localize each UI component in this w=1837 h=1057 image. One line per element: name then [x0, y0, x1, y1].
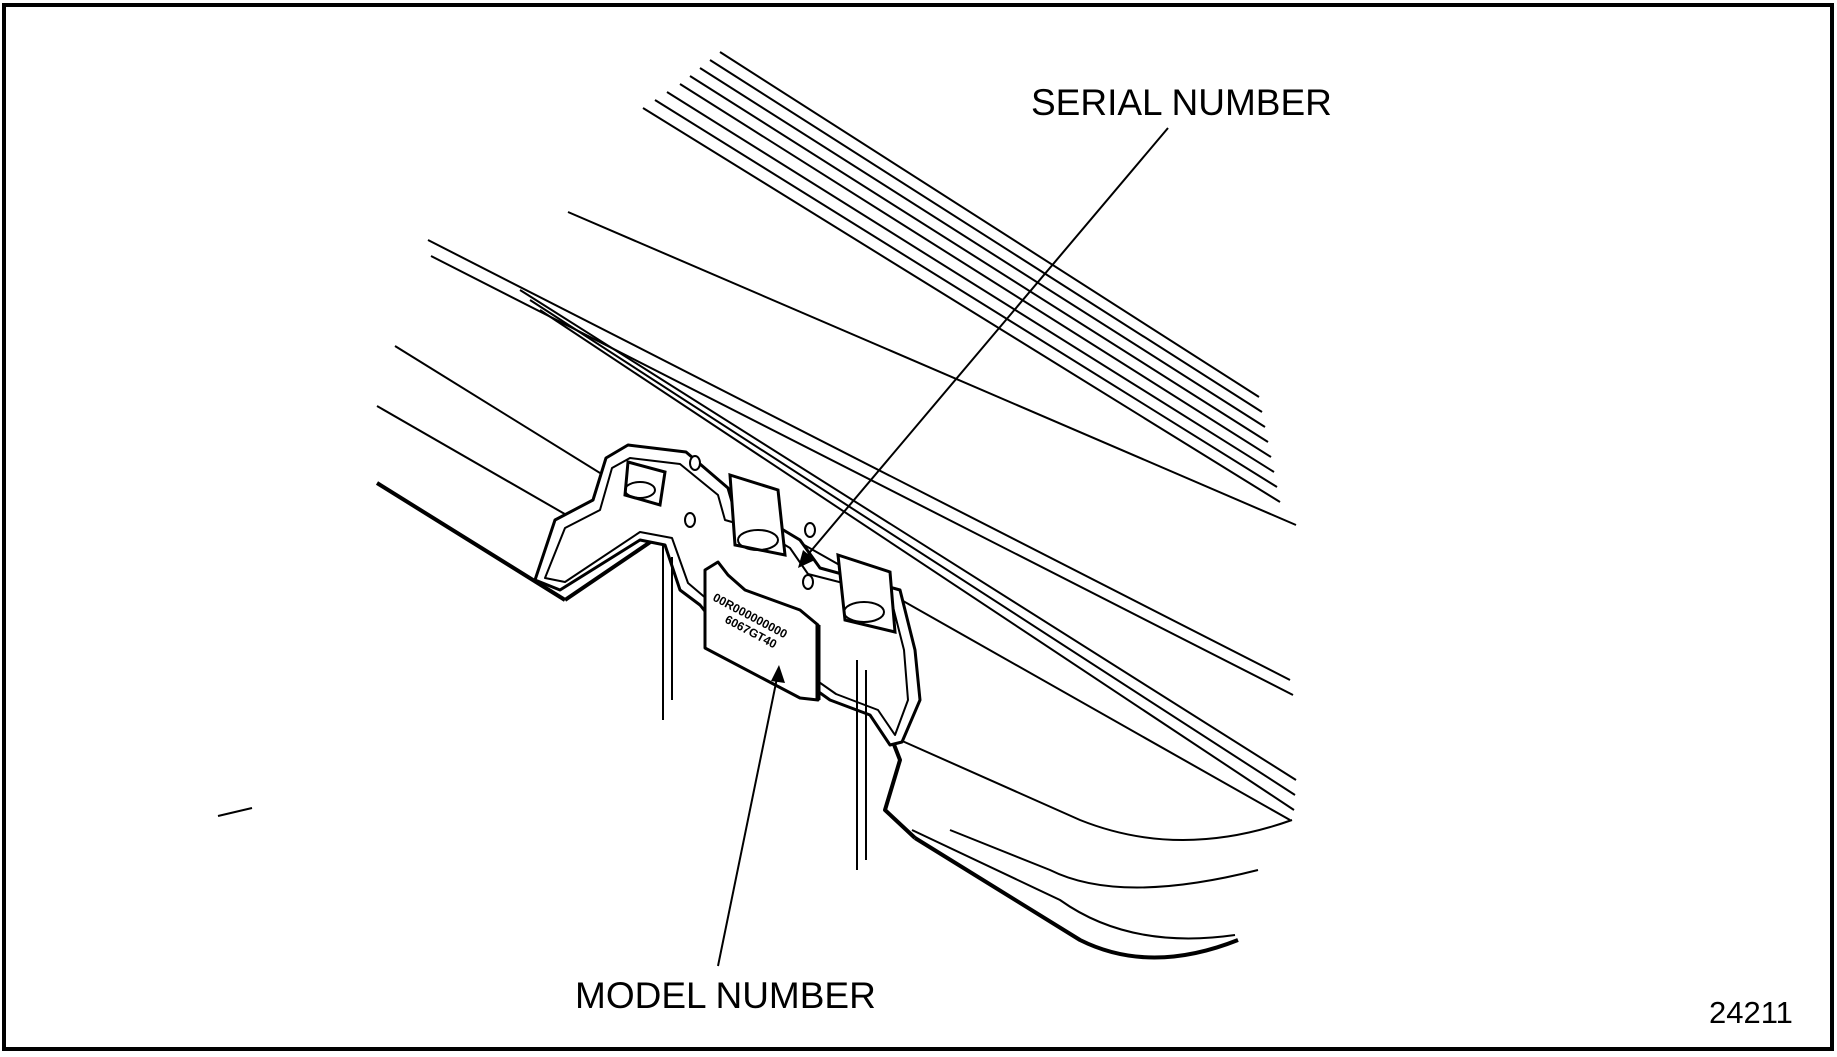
model-number-label: MODEL NUMBER: [575, 975, 876, 1016]
serial-number-leader: [798, 127, 1169, 568]
model-number-leader: [717, 665, 785, 967]
block-body-lines: [376, 239, 1297, 821]
bolt-holes: [684, 455, 816, 590]
lower-block-contours: [899, 739, 1293, 940]
figure-number: 24211: [1709, 995, 1793, 1030]
rocker-cover-lines: [567, 51, 1297, 526]
port-openings: [623, 460, 897, 634]
stray-mark: [217, 807, 253, 817]
serial-number-label: SERIAL NUMBER: [1031, 82, 1332, 123]
support-vertical-lines: [662, 545, 867, 870]
figure-border: [2, 3, 1834, 1051]
